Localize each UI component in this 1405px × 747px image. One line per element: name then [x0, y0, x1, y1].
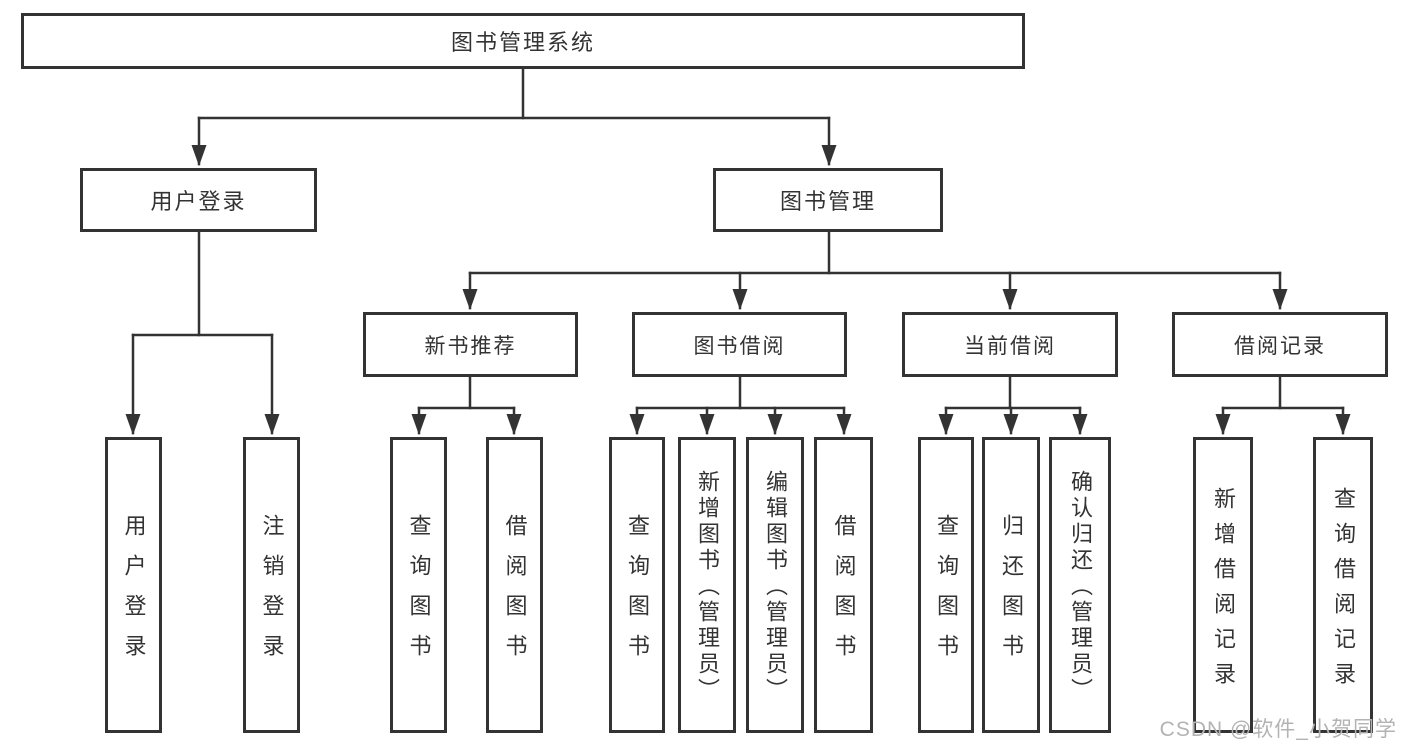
node-label: 当前借阅 — [964, 334, 1056, 358]
node-label: 新书推荐 — [424, 334, 517, 358]
node-label: 用户登录 — [150, 189, 247, 214]
node-leaf-return-books: 归还图书 — [982, 437, 1040, 733]
node-leaf-confirm-return-admin: 确认归还（管理员） — [1049, 437, 1111, 733]
node-label: 查询借阅记录 — [1331, 486, 1356, 697]
node-label: 借阅图书 — [831, 514, 857, 674]
node-leaf-query-books: 查询图书 — [918, 437, 974, 733]
node-label: 借阅记录 — [1234, 334, 1326, 358]
node-user-login: 用户登录 — [80, 168, 317, 232]
node-leaf-query-books: 查询图书 — [609, 437, 665, 733]
node-label: 新增图书（管理员） — [695, 470, 720, 704]
node-book-borrow: 图书借阅 — [632, 312, 847, 377]
node-leaf-query-borrow-record: 查询借阅记录 — [1313, 437, 1373, 733]
node-label: 图书管理 — [779, 189, 876, 214]
node-library-management-system: 图书管理系统 — [21, 13, 1025, 69]
node-label: 新增借阅记录 — [1211, 486, 1236, 697]
node-label: 用户登录 — [121, 514, 147, 674]
node-label: 查询图书 — [406, 514, 432, 674]
node-leaf-add-books-admin: 新增图书（管理员） — [678, 437, 736, 733]
node-leaf-edit-books-admin: 编辑图书（管理员） — [746, 437, 804, 733]
node-leaf-add-borrow-record: 新增借阅记录 — [1193, 437, 1253, 733]
watermark: CSDN @软件_小贺同学 — [1159, 718, 1397, 741]
node-borrow-records: 借阅记录 — [1172, 312, 1388, 377]
node-current-borrow: 当前借阅 — [902, 312, 1118, 377]
node-label: 查询图书 — [625, 514, 650, 674]
node-label: 确认归还（管理员） — [1068, 470, 1093, 704]
node-leaf-logout: 注销登录 — [243, 437, 300, 733]
node-label: 查询图书 — [934, 514, 959, 674]
node-label: 注销登录 — [259, 514, 285, 674]
node-label: 图书管理系统 — [450, 30, 595, 55]
node-label: 图书借阅 — [693, 334, 786, 358]
node-book-management: 图书管理 — [713, 168, 943, 232]
node-new-book-recommend: 新书推荐 — [363, 312, 578, 377]
node-leaf-query-books: 查询图书 — [390, 437, 447, 733]
node-label: 借阅图书 — [502, 514, 528, 674]
node-label: 编辑图书（管理员） — [763, 470, 788, 704]
node-leaf-user-login: 用户登录 — [105, 437, 162, 733]
node-label: 归还图书 — [999, 514, 1024, 674]
node-leaf-borrow-books: 借阅图书 — [486, 437, 543, 733]
node-leaf-borrow-books: 借阅图书 — [814, 437, 873, 733]
